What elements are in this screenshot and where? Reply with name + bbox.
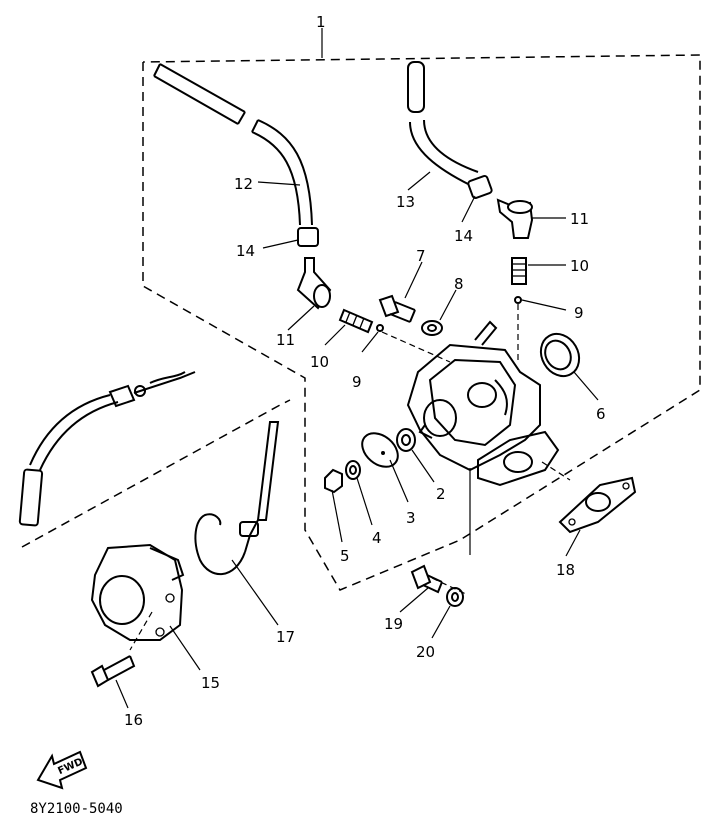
- ball-path: [381, 331, 451, 363]
- fwd-label: FWD: [56, 756, 84, 777]
- diaphragm-3: [361, 432, 399, 468]
- cover-15: [90, 543, 185, 641]
- leader-12: [257, 181, 301, 186]
- hose-13: [407, 61, 479, 186]
- leader-6: [573, 371, 599, 401]
- spring-10-left: [338, 308, 374, 334]
- bolt-7: [378, 294, 416, 323]
- clip-14-right: [467, 174, 493, 200]
- bolt-19: [410, 564, 443, 594]
- label-10-left: 10: [310, 353, 329, 371]
- gasket-path: [541, 461, 571, 481]
- leader-9-right: [521, 299, 567, 311]
- label-13: 13: [396, 193, 415, 211]
- leader-5: [331, 489, 343, 543]
- leader-13: [407, 171, 431, 191]
- spring-10-right: [511, 257, 527, 285]
- leader-9-left: [361, 331, 379, 353]
- washer-2: [396, 428, 416, 452]
- fwd-arrow: FWD: [36, 750, 88, 790]
- label-19: 19: [384, 615, 403, 633]
- elbow-11-right: [496, 198, 534, 239]
- label-11-left: 11: [276, 331, 295, 349]
- bolt-path: [431, 577, 469, 596]
- label-14-right: 14: [454, 227, 473, 245]
- ball-9-left: [376, 324, 384, 332]
- label-17: 17: [276, 628, 295, 646]
- label-12: 12: [234, 175, 253, 193]
- label-7: 7: [416, 247, 426, 265]
- washer-4: [345, 460, 361, 480]
- assembly-boundary: [142, 54, 701, 591]
- ball-9-right: [514, 296, 522, 304]
- label-18: 18: [556, 561, 575, 579]
- label-16: 16: [124, 711, 143, 729]
- label-6: 6: [596, 405, 606, 423]
- leader-19: [399, 587, 429, 613]
- leader-14-right: [461, 195, 476, 223]
- cable-assembly: [18, 371, 196, 527]
- pump-body: [406, 320, 560, 487]
- leader-16: [115, 679, 129, 709]
- label-8: 8: [454, 275, 464, 293]
- hose-12: [153, 63, 313, 226]
- leader-4: [356, 477, 373, 526]
- elbow-11-left: [296, 257, 332, 310]
- label-1: 1: [316, 13, 326, 31]
- label-20: 20: [416, 643, 435, 661]
- seal-6: [539, 332, 581, 378]
- label-2: 2: [436, 485, 446, 503]
- washer-8: [421, 320, 443, 336]
- screw-path: [129, 611, 153, 651]
- sensor-lead-17: [194, 421, 280, 576]
- leader-20: [431, 605, 451, 639]
- label-3: 3: [406, 509, 416, 527]
- label-14-left: 14: [236, 242, 255, 260]
- leader-17: [231, 559, 279, 626]
- leader-8: [439, 289, 457, 321]
- leader-14-left: [262, 239, 299, 249]
- clip-14-left: [297, 227, 319, 247]
- washer-20: [446, 587, 464, 607]
- label-9-right: 9: [574, 304, 584, 322]
- leader-2: [411, 449, 435, 483]
- cover-boundary: [21, 399, 291, 548]
- label-4: 4: [372, 529, 382, 547]
- label-11-right: 11: [570, 210, 589, 228]
- leader-18: [565, 529, 581, 557]
- nut-5: [324, 468, 343, 494]
- label-15: 15: [201, 674, 220, 692]
- screw-16: [90, 655, 136, 688]
- leader-10-left: [324, 324, 346, 346]
- gasket-18: [558, 476, 637, 534]
- label-10-right: 10: [570, 257, 589, 275]
- leader-7: [404, 261, 423, 299]
- label-5: 5: [340, 547, 350, 565]
- label-9-left: 9: [352, 373, 362, 391]
- part-code: 8Y2100-5040: [30, 801, 123, 817]
- leader-11-left: [287, 305, 315, 331]
- leader-15: [169, 625, 201, 671]
- leader-3: [389, 459, 409, 503]
